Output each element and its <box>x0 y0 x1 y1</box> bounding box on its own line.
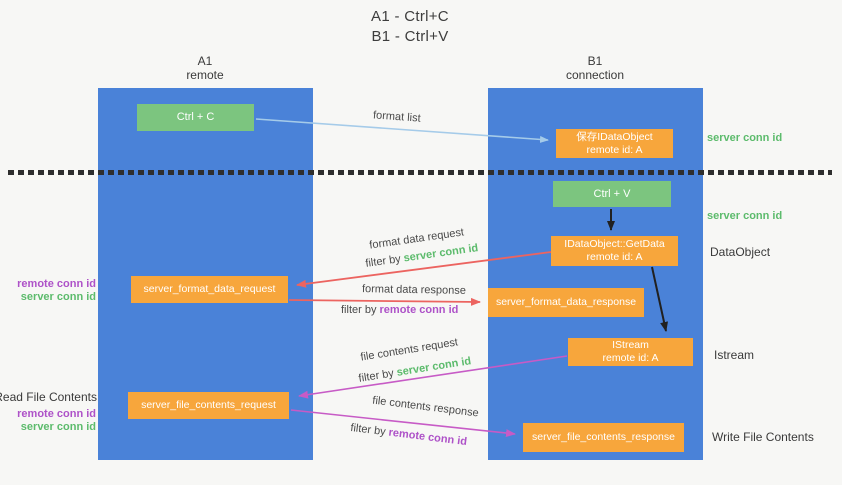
filter-by-text: filter by <box>364 252 405 270</box>
ctrl-v-label: Ctrl + V <box>593 187 631 200</box>
remote-conn-id-label-file: remote conn id <box>17 408 96 420</box>
remote-conn-id-highlight: remote conn id <box>379 304 459 316</box>
filter-by-text: filter by <box>341 304 380 316</box>
idataobject-getdata-line2: remote id: A <box>586 251 643 263</box>
save-idataobject-node: 保存IDataObject remote id: A <box>556 129 673 158</box>
format-data-response-label: format data response <box>361 283 467 297</box>
format-data-response-arrow <box>288 297 481 306</box>
phase-separator-dotted-line <box>8 170 832 175</box>
column-b-name: B1 <box>587 54 603 68</box>
server-conn-id-label-file: server conn id <box>20 421 96 433</box>
istream-line2: remote id: A <box>602 352 659 364</box>
filter-by-text: filter by <box>357 366 398 385</box>
column-a-name: A1 <box>197 54 213 68</box>
diagram-title-line1: A1 - Ctrl+C <box>371 8 449 25</box>
ctrl-v-node: Ctrl + V <box>553 181 671 207</box>
server-conn-id-highlight: server conn id <box>402 242 480 265</box>
server-format-data-request-label: server_format_data_request <box>143 283 276 295</box>
server-conn-id-label-format: server conn id <box>20 291 96 303</box>
remote-conn-id-label-format: remote conn id <box>17 278 96 290</box>
server-conn-id-label-mid: server conn id <box>707 210 783 222</box>
server-file-contents-request-label: server_file_contents_request <box>141 399 276 411</box>
write-file-contents-label: Write File Contents <box>712 430 814 444</box>
ctrl-c-label: Ctrl + C <box>176 111 215 123</box>
filter-by-text: filter by <box>349 421 390 439</box>
filter-by-remote-conn-id-label-2: filter by remote conn id <box>350 422 468 448</box>
filter-by-remote-conn-id-label-1: filter by remote conn id <box>341 304 458 316</box>
format-list-label: format list <box>372 109 422 125</box>
column-b-header: B1 connection <box>535 54 655 82</box>
istream-line1: IStream <box>612 339 649 351</box>
server-format-data-request-node: server_format_data_request <box>131 276 288 303</box>
server-file-contents-request-node: server_file_contents_request <box>128 392 289 419</box>
column-a-role: remote <box>186 68 224 82</box>
istream-side-label: Istream <box>714 348 755 362</box>
idataobject-getdata-line1: IDataObject::GetData <box>564 238 665 250</box>
ctrl-c-node: Ctrl + C <box>137 104 254 131</box>
dataobject-label: DataObject <box>710 245 771 259</box>
save-idataobject-line2: remote id: A <box>586 143 643 156</box>
server-file-contents-response-node: server_file_contents_response <box>523 423 684 452</box>
read-file-contents-label: Read File Contents <box>0 390 97 404</box>
diagram-title-line2: B1 - Ctrl+V <box>371 28 449 45</box>
server-conn-id-label-top: server conn id <box>707 132 783 144</box>
file-contents-response-label: file contents response <box>371 394 480 420</box>
server-format-data-response-node: server_format_data_response <box>488 288 644 317</box>
istream-node: IStream remote id: A <box>568 338 693 366</box>
column-b-role: connection <box>565 68 625 82</box>
idataobject-getdata-node: IDataObject::GetData remote id: A <box>551 236 678 266</box>
server-format-data-response-label: server_format_data_response <box>495 296 637 308</box>
server-file-contents-response-label: server_file_contents_response <box>531 431 675 443</box>
server-conn-id-highlight: server conn id <box>395 355 472 379</box>
column-a-header: A1 remote <box>145 54 265 82</box>
save-idataobject-line1: 保存IDataObject <box>576 130 653 143</box>
remote-conn-id-highlight: remote conn id <box>387 426 468 449</box>
